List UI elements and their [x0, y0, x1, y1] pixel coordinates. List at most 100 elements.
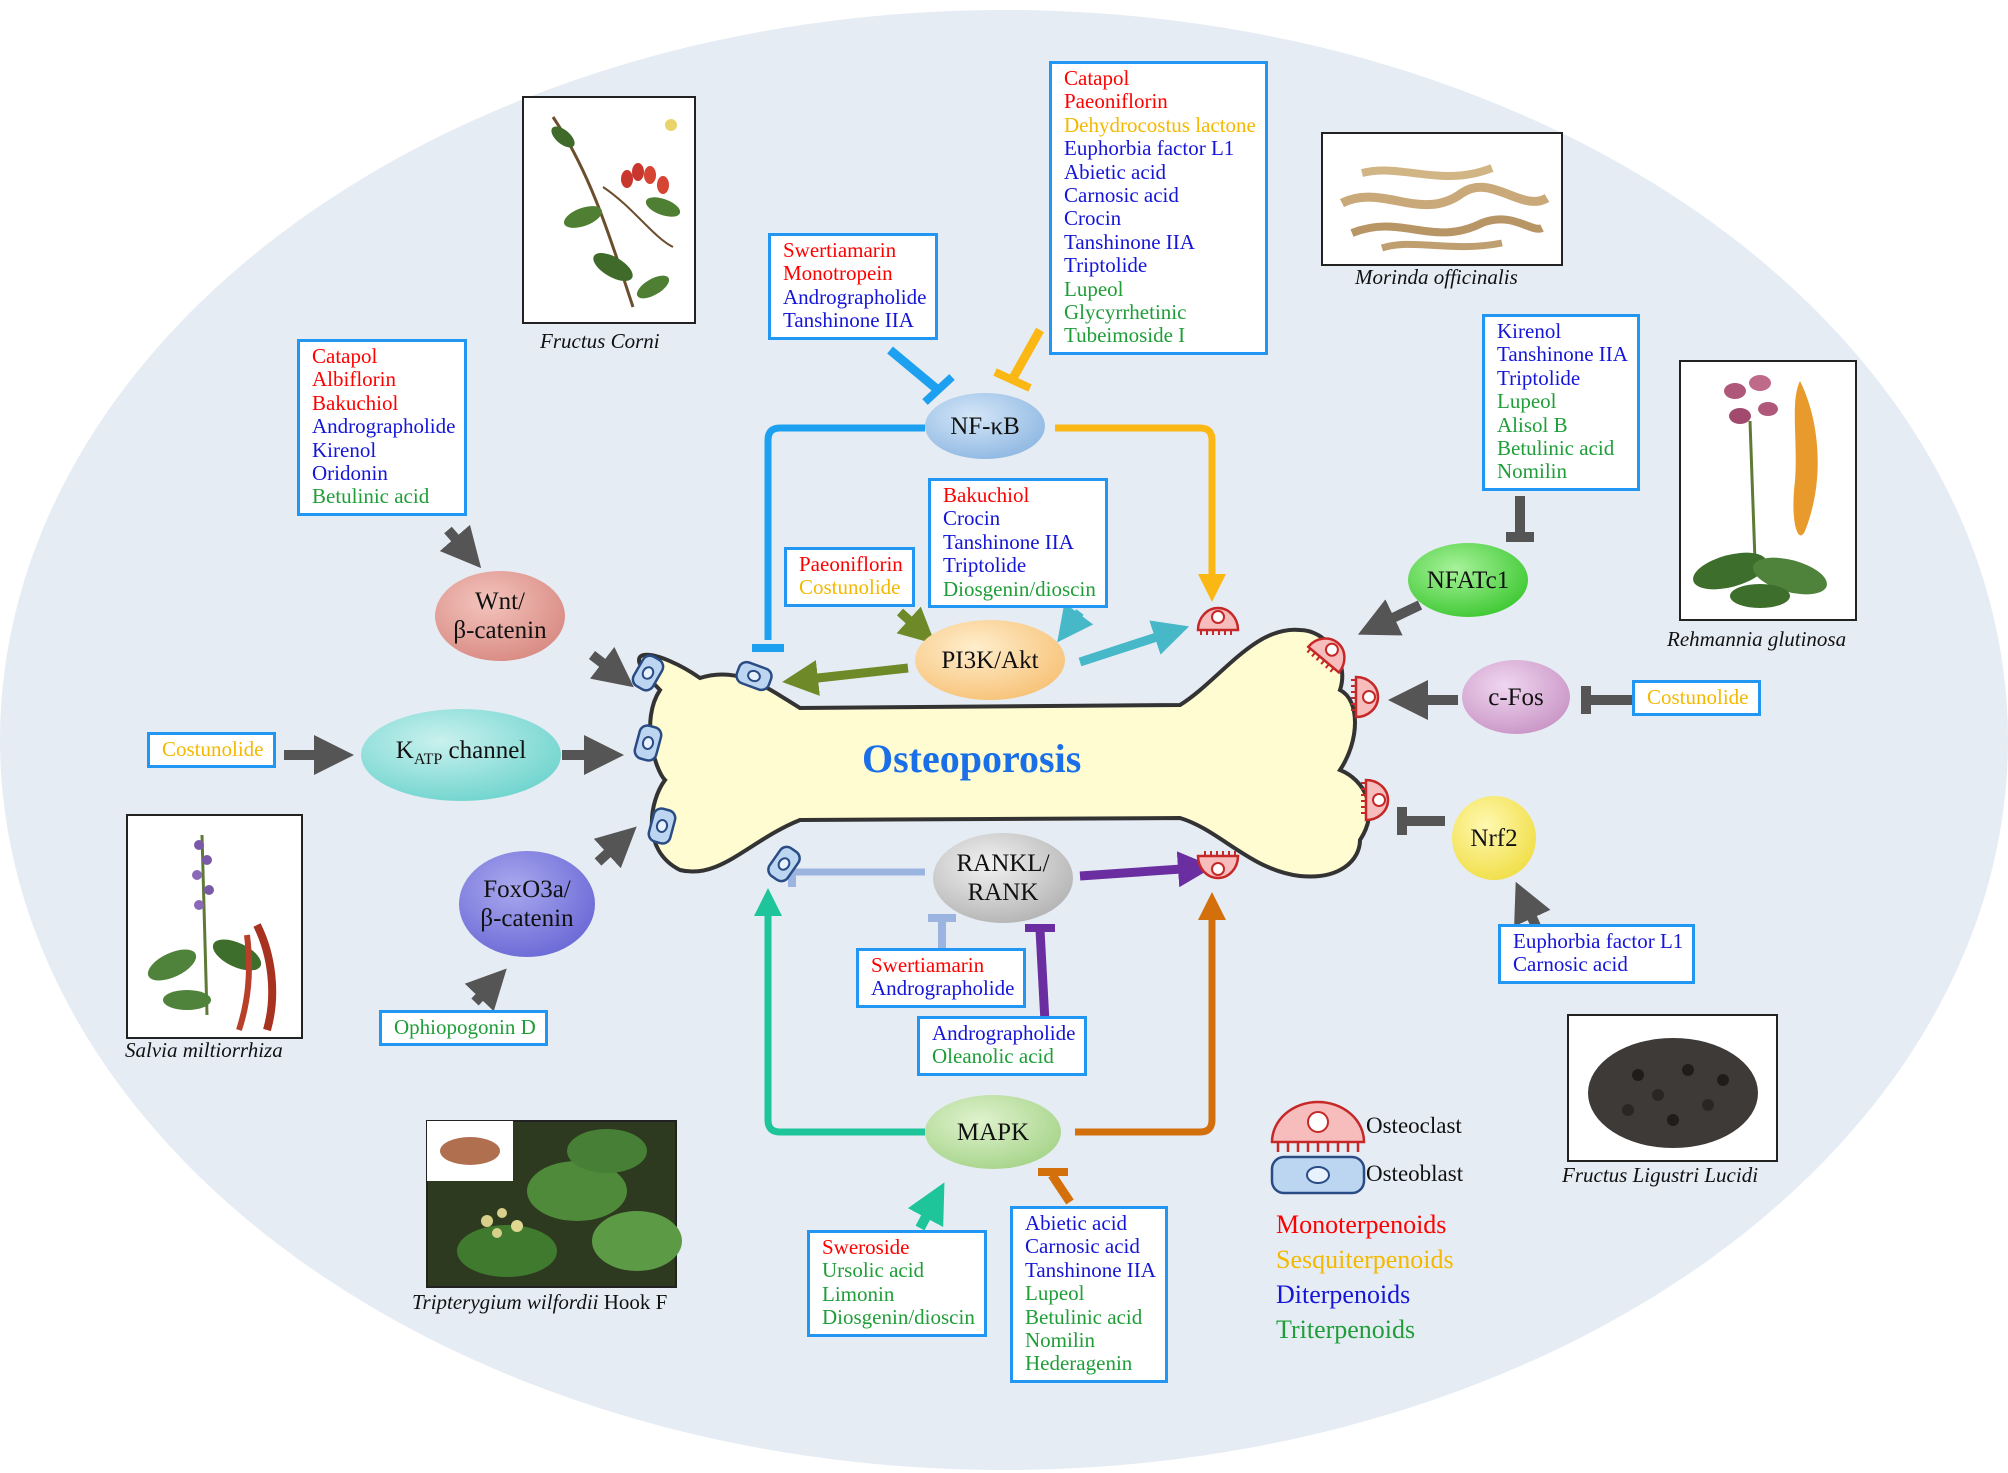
compound-item: Albiflorin	[312, 367, 396, 392]
node-nfatc1: NFATc1	[1408, 543, 1528, 617]
legend-osteoclast-label: Osteoclast	[1366, 1113, 1462, 1138]
compound-item: Carnosic acid	[1064, 183, 1179, 208]
center-title: Osteoporosis	[862, 736, 1082, 781]
caption-tripterygium: Tripterygium wilfordii Hook F	[412, 1290, 667, 1315]
compounds-cfos-box: Costunolide	[1632, 680, 1761, 717]
node-wnt-line1: Wnt/	[474, 588, 525, 615]
compound-item: Alisol B	[1497, 412, 1568, 437]
legend-class-monoterpenoids: Monoterpenoids	[1276, 1210, 1447, 1239]
node-pi3k: PI3K/Akt	[915, 620, 1065, 700]
node-foxo-line2: β-catenin	[480, 905, 574, 932]
tripterygium-illustration	[426, 1120, 682, 1288]
node-nfkb: NF-κB	[925, 393, 1045, 459]
compound-item: Nomilin	[1025, 1328, 1096, 1353]
compound-item: Tanshinone IIA	[1497, 342, 1628, 367]
node-nrf2-label: Nrf2	[1470, 824, 1518, 852]
caption-tripterygium-italic: Tripterygium wilfordii	[412, 1290, 599, 1314]
compound-item: Costunolide	[799, 575, 901, 600]
node-foxo-line1: FoxO3a/	[483, 876, 571, 903]
compound-item: Bakuchiol	[312, 390, 399, 415]
node-rankl-line2: RANK	[967, 879, 1039, 906]
node-wnt: Wnt/β-catenin	[435, 571, 565, 661]
legend-class-triterpenoids: Triterpenoids	[1276, 1315, 1416, 1344]
compound-item: Hederagenin	[1025, 1351, 1133, 1376]
caption-tripterygium-plain: Hook F	[598, 1290, 668, 1314]
bone-shape	[637, 627, 1372, 879]
compound-item: Oridonin	[312, 461, 388, 486]
compound-item: Betulinic acid	[312, 484, 430, 509]
foxo-node-shape	[459, 851, 595, 957]
compound-item: Catapol	[312, 344, 378, 368]
node-cfos: c-Fos	[1462, 660, 1570, 734]
caption-ligustri: Fructus Ligustri Lucidi	[1562, 1163, 1759, 1187]
compound-item: Abietic acid	[1025, 1211, 1128, 1235]
node-pi3k-label: PI3K/Akt	[941, 646, 1039, 674]
compound-item: Betulinic acid	[1025, 1304, 1143, 1329]
node-katp-sub: ATP	[413, 751, 443, 768]
compound-item: Bakuchiol	[943, 483, 1030, 507]
node-foxo: FoxO3a/β-catenin	[459, 851, 595, 957]
compound-item: Glycyrrhetinic	[1064, 300, 1187, 325]
compound-item: Andrographolide	[871, 976, 1015, 1001]
node-katp-prefix: K	[395, 737, 414, 764]
node-nfkb-label: NF-κB	[950, 412, 1020, 440]
node-rankl-line1: RANKL/	[956, 850, 1050, 877]
morinda-illustration	[1321, 132, 1563, 266]
compounds-foxo-box: Ophiopogonin D	[379, 1010, 548, 1047]
compound-item: Limonin	[822, 1281, 895, 1306]
node-nfatc1-label: NFATc1	[1426, 566, 1510, 594]
rehmannia-illustration	[1679, 360, 1857, 621]
compound-item: Ophiopogonin D	[394, 1015, 536, 1039]
compound-item: Tanshinone IIA	[943, 529, 1074, 554]
wnt-node-shape	[435, 571, 565, 661]
compound-item: Lupeol	[1497, 389, 1557, 414]
compound-item: Abietic acid	[1064, 159, 1167, 184]
osteoclast-cells	[1196, 606, 1390, 880]
compound-item: Lupeol	[1025, 1281, 1085, 1306]
mapk-node-shape	[925, 1095, 1061, 1169]
compound-item: Betulinic acid	[1497, 436, 1615, 461]
node-cfos-label: c-Fos	[1488, 683, 1544, 711]
compound-item: Euphorbia factor L1	[1513, 929, 1684, 953]
ligustri-illustration	[1567, 1014, 1778, 1162]
legend-osteoclast-cell	[1270, 1100, 1366, 1152]
compound-item: Paeoniflorin	[1064, 89, 1168, 114]
compound-item: Swertiamarin	[871, 953, 985, 977]
legend-class-sesquiterpenoids: Sesquiterpenoids	[1276, 1245, 1454, 1274]
compound-item: Crocin	[1064, 206, 1122, 231]
compound-item: Andrographolide	[932, 1021, 1076, 1045]
node-rankl: RANKL/RANK	[933, 833, 1073, 923]
compound-item: Carnosic acid	[1025, 1234, 1140, 1259]
compound-item: Lupeol	[1064, 276, 1124, 301]
compound-item: Kirenol	[1497, 319, 1562, 343]
nfatc1-node-shape	[1408, 543, 1528, 617]
node-katp-suffix: channel	[442, 737, 527, 764]
caption-salvia: Salvia miltiorrhiza	[125, 1038, 283, 1062]
rankl-node-shape	[933, 833, 1073, 923]
pi3k-node-shape	[915, 620, 1065, 700]
katp-node-shape	[361, 709, 561, 801]
node-wnt-line2: β-catenin	[453, 617, 547, 644]
osteoblast-cells	[631, 654, 801, 883]
compound-item: Tubeimoside I	[1064, 323, 1186, 348]
compound-item: Triptolide	[943, 553, 1027, 578]
caption-corni: Fructus Corni	[540, 329, 660, 353]
nrf2-node-shape	[1452, 796, 1536, 880]
compound-item: Nomilin	[1497, 459, 1568, 484]
compound-item: Costunolide	[1647, 685, 1749, 709]
compound-item: Euphorbia factor L1	[1064, 136, 1235, 161]
compound-item: Tanshinone IIA	[1025, 1257, 1156, 1282]
compound-item: Crocin	[943, 506, 1001, 531]
compound-item: Tanshinone IIA	[783, 308, 914, 333]
compound-item: Dehydrocostus lactone	[1064, 112, 1256, 137]
compound-item: Kirenol	[312, 437, 377, 462]
